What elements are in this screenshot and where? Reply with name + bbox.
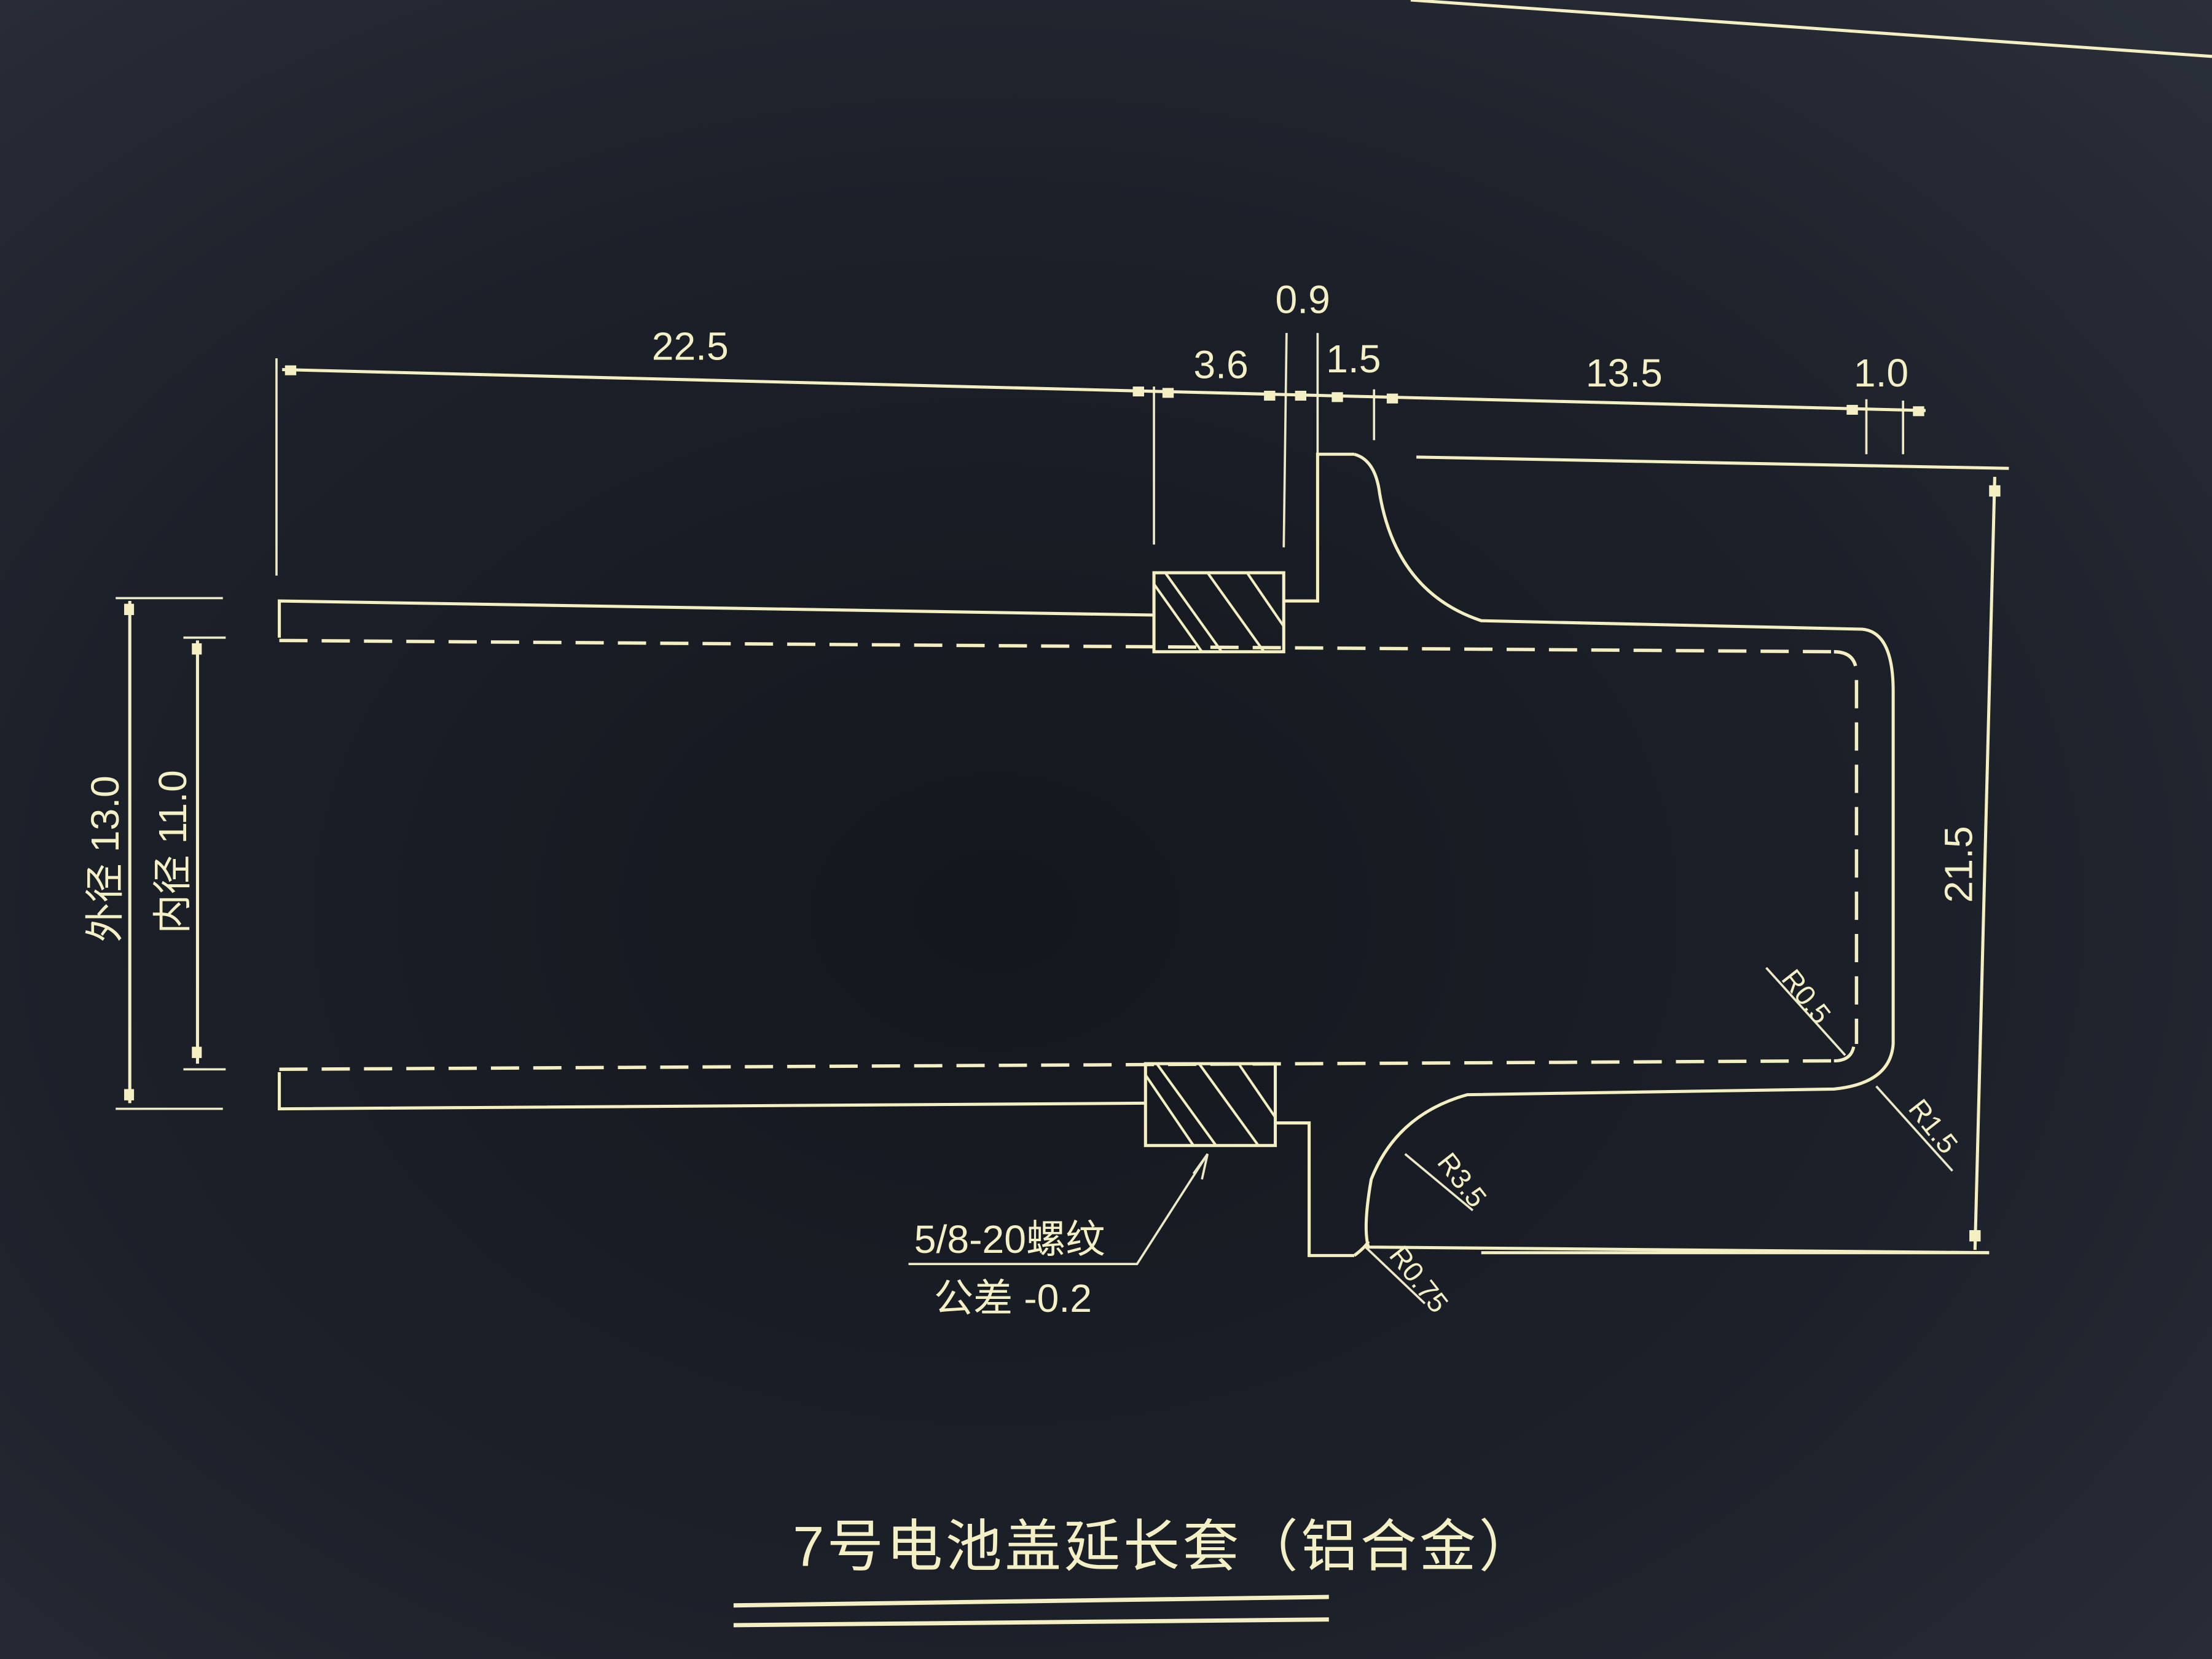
thread-hatch-bottom [1144, 1062, 1277, 1147]
dim-label-13-5: 13.5 [1586, 351, 1663, 395]
height-dimension: 21.5 [1937, 476, 2001, 1250]
drawing-title: 7号电池盖延长套（铝合金） [793, 1515, 1538, 1578]
part-outline [278, 452, 2009, 1257]
window-edge-line [1410, 0, 2212, 58]
radius-label-r3-5: R3.5 [1431, 1147, 1493, 1213]
thread-note: 5/8-20螺纹 公差 -0.2 [908, 1153, 1209, 1320]
outer-diameter-label: 外径 13.0 [83, 775, 127, 942]
radius-label-r0-5: R0.5 [1776, 963, 1838, 1030]
dim-label-1-0: 1.0 [1854, 351, 1908, 395]
tolerance-label: 公差 -0.2 [934, 1276, 1092, 1320]
top-dimension-chain: 22.5 3.6 0.9 1.5 13.5 1.0 [275, 278, 1926, 576]
height-label-21-5: 21.5 [1937, 826, 1981, 903]
thread-spec-label: 5/8-20螺纹 [914, 1217, 1105, 1261]
dim-label-3-6: 3.6 [1193, 342, 1248, 386]
thread-hatch-top [1153, 571, 1285, 653]
radius-callouts: R0.5 R1.5 R3.5 R0.75 [1365, 963, 1964, 1319]
dim-label-1-5: 1.5 [1326, 337, 1381, 381]
drawing-title-block: 7号电池盖延长套（铝合金） [733, 1515, 1538, 1628]
dim-label-0-9: 0.9 [1276, 278, 1330, 322]
diameter-dimensions: 外径 13.0 内径 11.0 [83, 597, 226, 1110]
radius-label-r0-75: R0.75 [1383, 1240, 1454, 1319]
dim-label-22-5: 22.5 [652, 324, 729, 368]
inner-diameter-label: 内径 11.0 [151, 770, 195, 934]
